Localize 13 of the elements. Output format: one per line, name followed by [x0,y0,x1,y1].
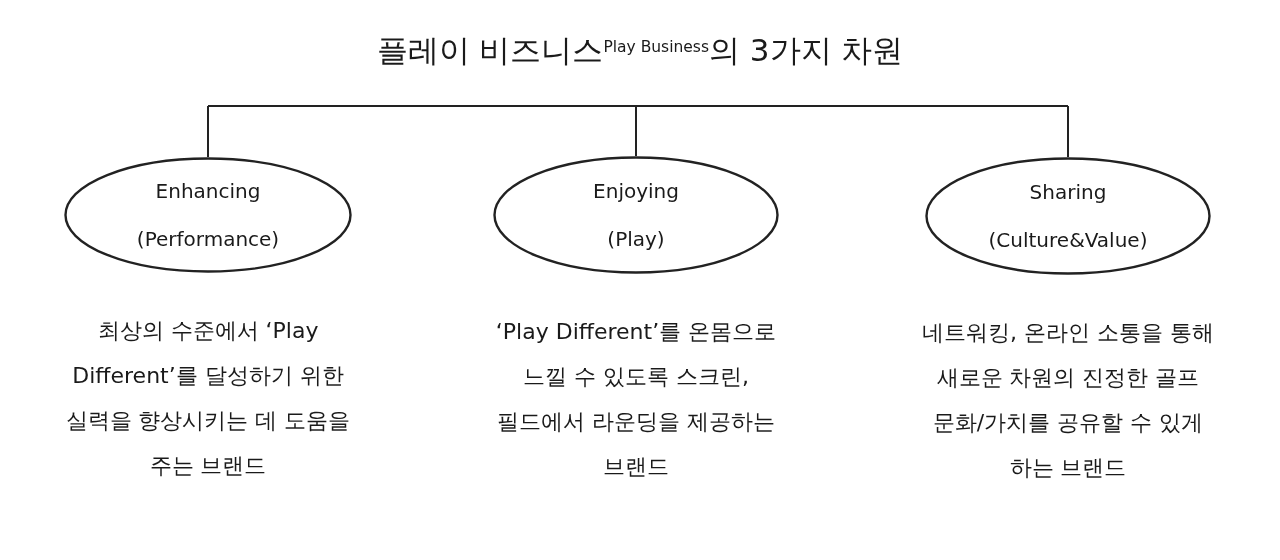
heading-text: Sharing [1029,179,1107,205]
subtitle-text: (Culture&Value) [988,227,1148,253]
subtitle-text: (Performance) [136,226,280,252]
heading-text: Enjoying [593,178,679,204]
subtitle-text: (Play) [607,226,665,252]
category-ellipse [925,157,1211,275]
description-text: 최상의 수준에서 ‘Play Different’를 달성하기 위한 실력을 향상시키는 데 도움을 주는 브랜드 [64,317,352,480]
description-text: ‘Play Different’를 온몸으로 느낄 수 있도록 스크린, 필드에서 라운딩을 제공하는 브랜드 [494,318,778,481]
category-ellipse [493,156,779,274]
description-text: 네트워킹, 온라인 소통을 통해 새로운 차원의 진정한 골프 문화/가치를 공유할 수 있게 하는 브랜드 [921,319,1215,482]
category-ellipse [64,157,352,273]
title: 플레이 비즈니스$^{Play Business}$의 3가지 차원 [376,30,904,70]
heading-text: Enhancing [155,178,261,204]
